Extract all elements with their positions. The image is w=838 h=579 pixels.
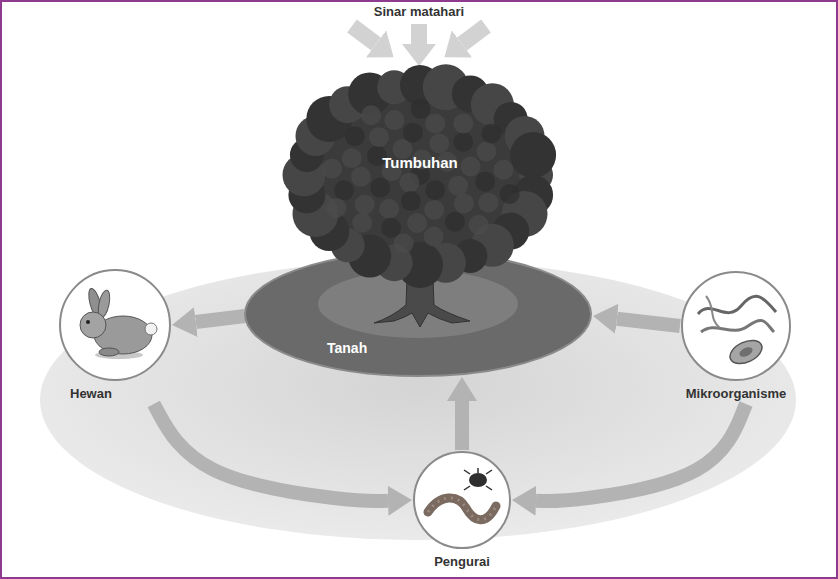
microorganism-circle: Mikroorganisme [680,270,792,402]
node-label: Hewan [70,386,112,402]
cycle-arrow [455,401,469,450]
rabbit-drawing [80,287,157,359]
circle-outline [58,268,172,382]
sunlight-arrows [352,24,486,44]
cycle-arrow [536,404,746,501]
cycle-arrow [617,319,680,326]
circle-outline [414,452,510,548]
cycle-arrow [196,316,245,322]
animal-circle: Hewan [58,268,172,402]
circle-outline [680,270,792,382]
circle-outline [412,450,512,550]
decomposer-circle: Pengurai [412,450,512,570]
node-label: Tumbuhan [282,155,558,171]
cycle-arrow [154,404,388,501]
node-label: Mikroorganisme [686,386,786,402]
node-label: Tanah [327,340,593,356]
circle-outline [60,270,170,380]
circle-outline [682,272,790,380]
plant-tree: Tumbuhan [282,55,558,305]
decomposer-drawing [428,468,496,520]
node-label: Pengurai [434,554,490,570]
microbe-drawing [698,296,776,368]
tree-outline [282,55,558,305]
sunlight-label: Sinar matahari [374,4,464,20]
